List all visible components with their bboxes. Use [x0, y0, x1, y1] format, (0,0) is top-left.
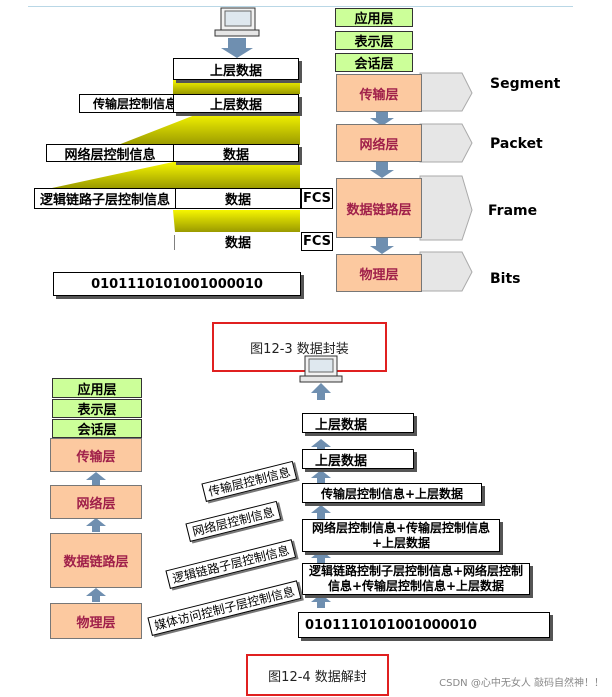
arrow-up-r2	[311, 439, 331, 453]
fig2-layer-transport: 传输层	[50, 438, 142, 472]
arrow-up-r1	[311, 383, 331, 400]
fig1-layer-transport: 传输层	[336, 74, 422, 112]
watermark: CSDN @心中无女人 敲码自然神！！	[439, 678, 604, 689]
fig2-layer-presentation: 表示层	[52, 399, 142, 418]
unit-bits: Bits	[490, 271, 521, 287]
fig2-layer-physical: 物理层	[50, 603, 142, 639]
chevron-frame	[419, 175, 473, 241]
fig1-layer-session: 会话层	[335, 53, 413, 72]
fig1-network-ctrl: 网络层控制信息	[46, 144, 174, 163]
fig2-upper-data-1: 上层数据	[302, 413, 414, 433]
fig1-layer-application: 应用层	[335, 8, 413, 27]
fig2-caption: 图12-4 数据解封	[246, 654, 389, 696]
fig1-graphics	[52, 7, 473, 292]
fig1-layer-physical: 物理层	[336, 254, 422, 292]
fig1-fcs-2: FCS	[301, 232, 333, 251]
fig2-datalink-box: 逻辑链路控制子层控制信息+网络层控制信息+传输层控制信息+上层数据	[302, 563, 530, 595]
fig2-transport-box: 传输层控制信息+上层数据	[302, 483, 482, 503]
unit-packet: Packet	[490, 136, 543, 152]
fig2-upper-data-2: 上层数据	[302, 449, 414, 469]
fig2-graphics	[86, 355, 343, 608]
fig2-layer-network: 网络层	[50, 485, 142, 519]
chevron-segment	[419, 72, 473, 112]
fig2-network-box: 网络层控制信息+传输层控制信息+上层数据	[302, 519, 500, 552]
arrow-up-l1	[86, 472, 106, 485]
arrow-up-r5	[311, 550, 331, 564]
unit-segment: Segment	[490, 76, 561, 92]
fig1-transport-ctrl: 传输层控制信息	[79, 94, 191, 113]
funnel-wedge-2	[118, 113, 300, 145]
fig1-llc-ctrl: 逻辑链路子层控制信息	[34, 188, 176, 209]
fig1-layer-datalink: 数据链路层	[336, 178, 422, 238]
computer-icon-fig2	[299, 355, 343, 383]
fig1-data-2: 数据	[175, 188, 301, 209]
arrow-down-1	[370, 111, 394, 126]
funnel-wedge-4	[173, 210, 300, 232]
fig1-layer-network: 网络层	[336, 124, 422, 162]
arrow-up-r4	[311, 505, 331, 519]
fig2-layer-application: 应用层	[52, 378, 142, 398]
arrow-up-r3	[311, 470, 331, 483]
top-divider	[28, 6, 573, 7]
funnel-wedge-1	[173, 80, 300, 94]
arrow-down-2	[370, 162, 394, 178]
fig2-layer-datalink: 数据链路层	[50, 533, 142, 588]
chevron-packet	[419, 123, 473, 163]
funnel-wedge-3	[52, 162, 300, 188]
unit-frame: Frame	[488, 203, 538, 219]
fig1-upper-data-2: 上层数据	[173, 94, 299, 113]
chevron-bits	[419, 251, 473, 292]
arrow-down-3	[370, 238, 394, 254]
fig1-data-1: 数据	[173, 144, 299, 163]
fig1-upper-data-1: 上层数据	[173, 58, 299, 80]
arrow-up-l3	[86, 588, 106, 602]
fig2-bits-box: 0101110101001000010	[298, 612, 550, 638]
fig1-layer-presentation: 表示层	[335, 31, 413, 50]
computer-icon-fig1	[214, 7, 260, 58]
arrow-up-l2	[86, 518, 106, 532]
fig1-bits-box: 0101110101001000010	[53, 272, 301, 296]
fig1-data-3: 数据	[175, 232, 301, 251]
fig2-layer-session: 会话层	[52, 419, 142, 438]
fig1-caption: 图12-3 数据封装	[212, 322, 387, 372]
fig1-fcs-1: FCS	[301, 188, 333, 209]
arrow-up-r6	[311, 594, 331, 608]
